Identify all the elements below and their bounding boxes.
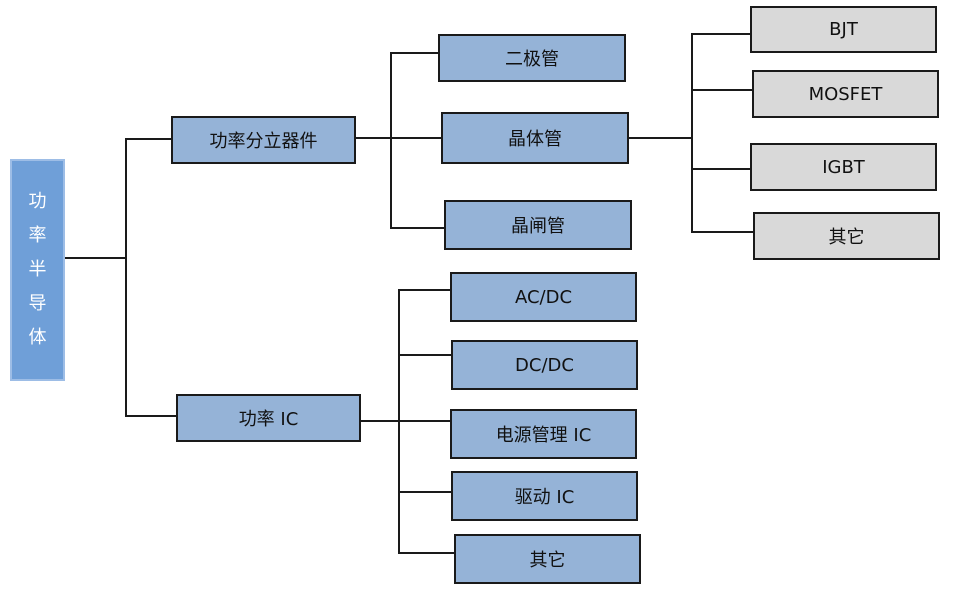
connector-to-mosfet	[691, 89, 752, 91]
node-pmic: 电源管理 IC	[450, 409, 637, 459]
connector-to-bjt	[691, 33, 750, 35]
connector-to-ic-other	[398, 552, 454, 554]
connector-transistor-spine	[691, 33, 693, 233]
node-power-discrete-devices: 功率分立器件	[171, 116, 356, 164]
connector-to-transistor-other	[691, 231, 753, 233]
connector-discrete-spine	[390, 52, 392, 229]
connector-root-out	[65, 257, 127, 259]
node-transistor-other: 其它	[753, 212, 940, 260]
connector-to-thyristor	[390, 227, 444, 229]
root-char-1: 功	[28, 191, 47, 212]
node-power-ic: 功率 IC	[176, 394, 361, 442]
connector-ic-out	[361, 420, 450, 422]
connector-transistor-out	[629, 137, 691, 139]
node-thyristor: 晶闸管	[444, 200, 632, 250]
node-transistor: 晶体管	[441, 112, 629, 164]
node-acdc: AC/DC	[450, 272, 637, 322]
connector-level1-spine	[125, 138, 127, 417]
connector-to-igbt	[691, 168, 750, 170]
root-char-4: 导	[28, 293, 47, 314]
node-driver-ic: 驱动 IC	[451, 471, 638, 521]
connector-ic-spine	[398, 289, 400, 554]
connector-to-acdc	[398, 289, 450, 291]
node-diode: 二极管	[438, 34, 626, 82]
node-dcdc: DC/DC	[451, 340, 638, 390]
root-char-5: 体	[28, 327, 47, 348]
connector-to-discrete	[125, 138, 171, 140]
node-igbt: IGBT	[750, 143, 937, 191]
root-char-3: 半	[28, 259, 47, 280]
connector-to-ic	[125, 415, 176, 417]
root-node-power-semiconductor: 功 率 半 导 体	[10, 159, 65, 381]
connector-to-driver-ic	[398, 491, 451, 493]
node-ic-other: 其它	[454, 534, 641, 584]
connector-to-dcdc	[398, 354, 451, 356]
connector-discrete-out	[356, 137, 441, 139]
node-mosfet: MOSFET	[752, 70, 939, 118]
root-char-2: 率	[28, 225, 47, 246]
node-bjt: BJT	[750, 6, 937, 53]
connector-to-diode	[390, 52, 438, 54]
